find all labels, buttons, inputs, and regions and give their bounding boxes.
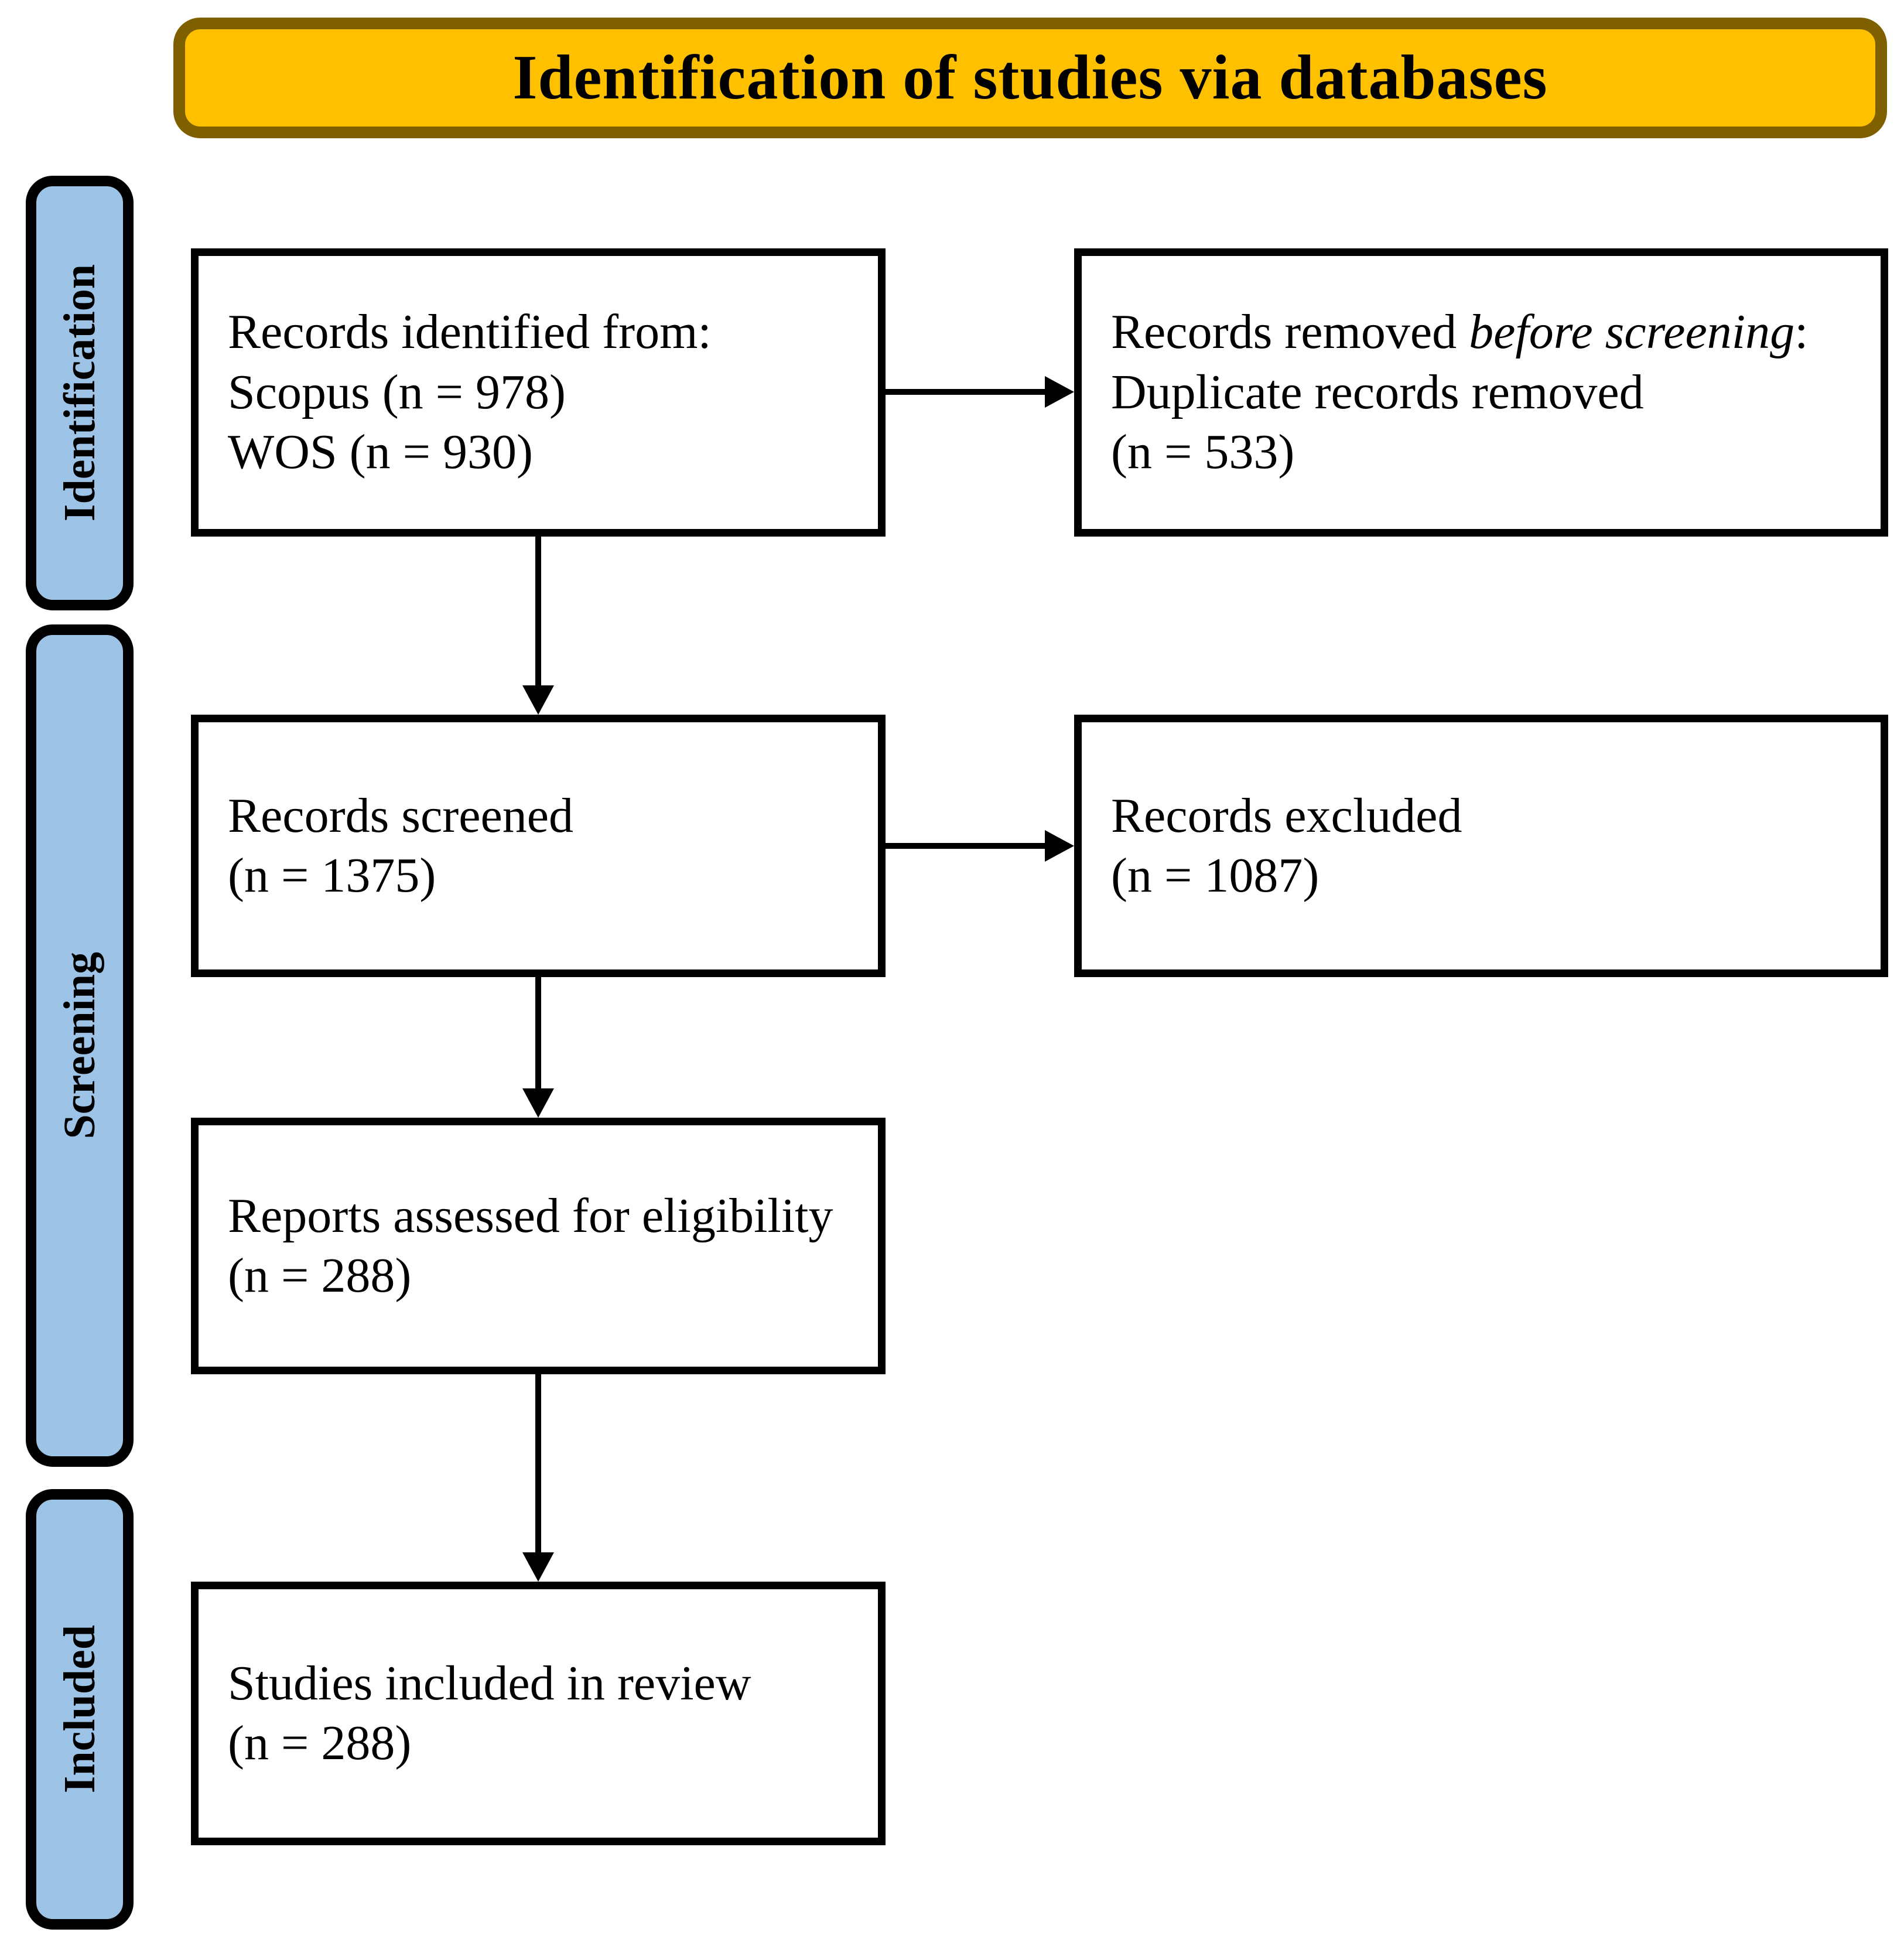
arrow-shaft bbox=[535, 1374, 541, 1552]
arrow-screened-to-excluded bbox=[886, 830, 1074, 862]
arrowhead-down-icon bbox=[522, 1088, 554, 1118]
arrowhead-down-icon bbox=[522, 1552, 554, 1582]
box-reports-assessed: Reports assessed for eligibility (n = 28… bbox=[191, 1118, 886, 1374]
box-text-line: WOS (n = 930) bbox=[228, 425, 533, 480]
box-studies-included: Studies included in review (n = 288) bbox=[191, 1582, 886, 1845]
box-text-line: Scopus (n = 978) bbox=[228, 364, 566, 419]
box-text-line: (n = 1087) bbox=[1111, 848, 1320, 903]
box-text-line: Records removed before screening: bbox=[1111, 302, 1808, 362]
box-text-line: Records excluded bbox=[1111, 788, 1462, 843]
stage-label-included-text: Included bbox=[54, 1625, 104, 1794]
arrow-identified-to-removed bbox=[886, 376, 1074, 408]
box-text-line: Reports assessed for eligibility bbox=[228, 1188, 833, 1243]
box-text-line: (n = 288) bbox=[228, 1248, 412, 1303]
arrowhead-right-icon bbox=[1045, 830, 1074, 862]
box-records-screened: Records screened (n = 1375) bbox=[191, 715, 886, 977]
box-text-line: (n = 288) bbox=[228, 1716, 412, 1770]
arrow-shaft bbox=[886, 389, 1045, 395]
diagram-title: Identification of studies via databases bbox=[512, 43, 1548, 112]
box-text-segment: : bbox=[1794, 305, 1809, 360]
box-records-identified: Records identified from: Scopus (n = 978… bbox=[191, 248, 886, 537]
box-text-line: Duplicate records removed bbox=[1111, 364, 1644, 419]
arrow-shaft bbox=[886, 843, 1045, 849]
box-text-line: (n = 533) bbox=[1111, 425, 1295, 480]
box-text-line: Records identified from: bbox=[228, 305, 712, 360]
stage-label-screening-text: Screening bbox=[54, 952, 104, 1139]
title-banner: Identification of studies via databases bbox=[173, 18, 1887, 138]
box-records-removed: Records removed before screening: Duplic… bbox=[1074, 248, 1888, 537]
arrow-assessed-to-included bbox=[522, 1374, 554, 1582]
box-records-excluded: Records excluded (n = 1087) bbox=[1074, 715, 1888, 977]
stage-label-identification: Identification bbox=[26, 176, 134, 610]
box-text-line: (n = 1375) bbox=[228, 848, 436, 903]
box-text-line: Studies included in review bbox=[228, 1655, 751, 1711]
arrowhead-right-icon bbox=[1045, 376, 1074, 408]
box-text-segment: Records removed bbox=[1111, 305, 1469, 360]
arrowhead-down-icon bbox=[522, 685, 554, 715]
arrow-shaft bbox=[535, 977, 541, 1088]
stage-label-identification-text: Identification bbox=[54, 264, 104, 522]
box-text-italic-segment: before screening bbox=[1469, 305, 1795, 360]
stage-label-screening: Screening bbox=[26, 624, 134, 1467]
stage-label-included: Included bbox=[26, 1489, 134, 1930]
arrow-shaft bbox=[535, 537, 541, 685]
arrow-identified-to-screened bbox=[522, 537, 554, 715]
arrow-screened-to-assessed bbox=[522, 977, 554, 1118]
box-text-line: Records screened bbox=[228, 788, 574, 843]
